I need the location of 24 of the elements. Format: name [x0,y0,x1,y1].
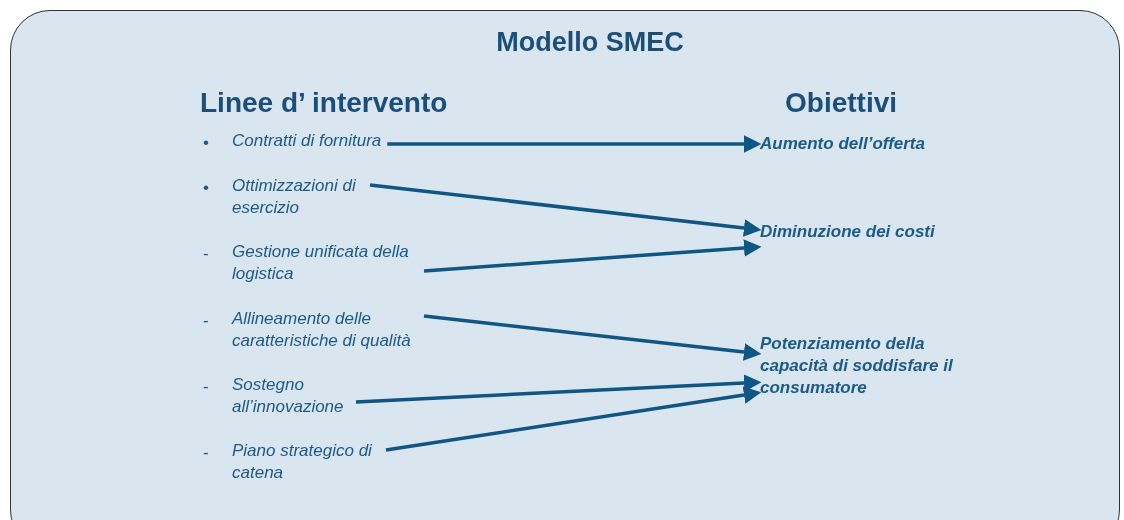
arrow [423,314,762,361]
bullet-marker: - [203,376,209,398]
arrow [423,239,762,273]
arrow [355,374,762,404]
intervention-text: Allineamento delle caratteristiche di qualità [232,308,418,352]
arrow [369,183,762,237]
diagram-title: Modello SMEC [495,26,685,59]
objective-text: Aumento dell’offerta [760,133,925,155]
intervention-text: Gestione unificata della logistica [232,241,418,285]
intervention-text: Ottimizzazioni di esercizio [232,175,364,219]
bullet-marker: - [203,243,209,265]
objective-text: Potenziamento della capacità di soddisfare il consumatore [760,333,954,399]
intervention-text: Contratti di fornitura [232,130,382,152]
column-heading: Obiettivi [785,86,897,120]
bullet-marker: - [203,442,209,464]
objective-text: Diminuzione dei costi [760,221,935,243]
bullet-marker: - [203,310,209,332]
arrow [385,386,762,452]
intervention-text: Piano strategico di catena [232,440,380,484]
bullet-marker: • [203,177,209,199]
column-heading: Linee d’ intervento [200,86,448,120]
bullet-marker: • [203,132,209,154]
intervention-text: Sostegno all’innovazione [232,374,350,418]
arrow [387,135,762,153]
